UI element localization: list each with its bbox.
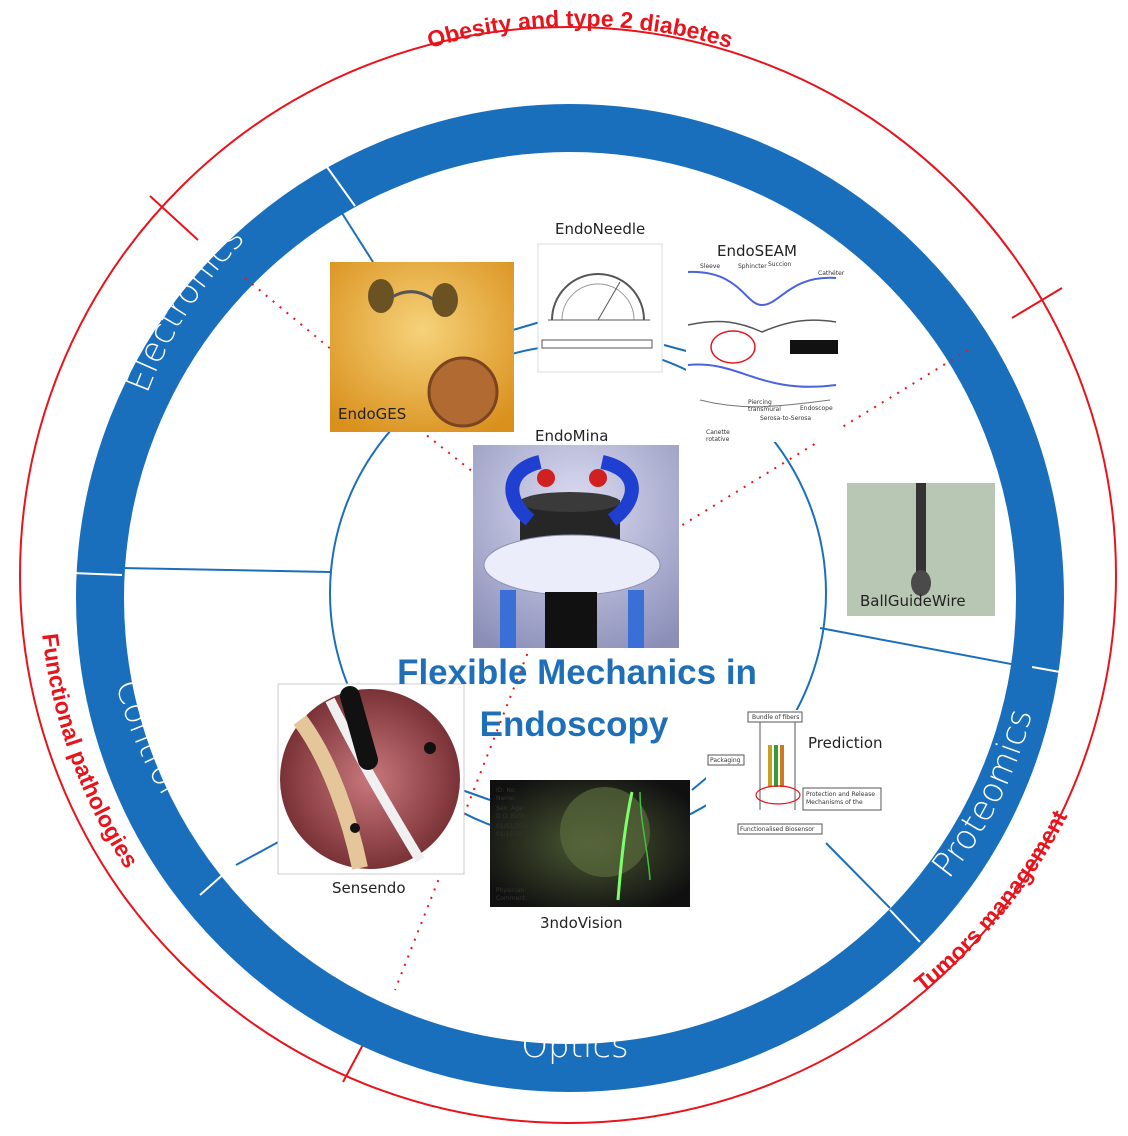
caption-sensendo: Sensendo xyxy=(332,879,406,897)
outer-divider-top-right xyxy=(1011,287,1063,319)
svg-text:Comment:: Comment: xyxy=(496,895,527,902)
svg-text:Piercing: Piercing xyxy=(748,399,772,406)
caption-endovision: 3ndoVision xyxy=(540,914,623,932)
svg-text:ID: No.: ID: No. xyxy=(496,787,516,794)
caption-prediction: Prediction xyxy=(808,734,883,752)
center-title-line1: Flexible Mechanics in xyxy=(397,653,757,692)
svg-text:D.O. Birth:: D.O. Birth: xyxy=(496,813,527,820)
svg-text:Serosa-to-Serosa: Serosa-to-Serosa xyxy=(760,415,811,422)
caption-endoges: EndoGES xyxy=(338,405,406,423)
svg-text:01/01/2000: 01/01/2000 xyxy=(496,823,531,830)
spoke-sensendo xyxy=(235,839,283,866)
svg-text:Cathéter: Cathéter xyxy=(818,270,845,277)
svg-text:Packaging: Packaging xyxy=(710,757,741,764)
svg-text:Sleeve: Sleeve xyxy=(700,263,720,270)
spoke-control xyxy=(121,567,331,573)
spoke-proteomics xyxy=(819,627,1033,669)
center-title-line2: Endoscopy xyxy=(480,705,669,744)
outer-ring xyxy=(19,26,1117,1124)
discipline-ring xyxy=(76,104,1064,1092)
endomina-image xyxy=(473,445,679,648)
caption-endomina: EndoMina xyxy=(535,427,609,445)
svg-text:Physician:: Physician: xyxy=(496,887,526,894)
spoke-vision xyxy=(461,789,491,801)
svg-text:Name:: Name: xyxy=(496,795,516,802)
svg-text:Sphincter: Sphincter xyxy=(738,263,767,270)
svg-text:Endoscope: Endoscope xyxy=(800,405,833,412)
ring-gap-4 xyxy=(1031,666,1078,676)
svg-text:Mechanisms of the: Mechanisms of the xyxy=(806,799,863,806)
svg-text:Functionalised Biosensor: Functionalised Biosensor xyxy=(740,826,815,833)
svg-text:Sex: Age:: Sex: Age: xyxy=(496,805,525,812)
svg-text:Canette: Canette xyxy=(706,429,730,436)
ring-gap-2 xyxy=(71,572,123,576)
endovision-image: ID: No. Name: Sex: Age: D.O. Birth: 01/0… xyxy=(490,780,690,907)
svg-text:Bundle of fibers: Bundle of fibers xyxy=(752,714,799,721)
spoke-seam xyxy=(663,344,691,353)
endoneedle-image xyxy=(537,243,663,373)
caption-endoseam: EndoSEAM xyxy=(717,242,797,260)
prediction-image: Bundle of fibers Packaging Protection an… xyxy=(706,710,886,840)
caption-endoneedle: EndoNeedle xyxy=(555,220,645,238)
ballguidewire-image xyxy=(847,483,995,616)
ring-gap-1 xyxy=(321,159,356,207)
svg-text:transmural: transmural xyxy=(748,406,781,413)
spoke-prediction xyxy=(825,842,891,909)
svg-text:rotative: rotative xyxy=(706,436,730,443)
svg-text:Protection and Release: Protection and Release xyxy=(806,791,875,798)
ring-gap-3 xyxy=(199,862,237,896)
svg-text:Succion: Succion xyxy=(768,261,792,268)
caption-ballguidewire: BallGuideWire xyxy=(860,592,966,610)
ring-label-optics: Optics xyxy=(521,1026,629,1066)
dotted-mina-optics xyxy=(394,519,581,991)
outer-divider-top-left xyxy=(149,195,199,241)
sensendo-image xyxy=(277,683,465,875)
svg-text:01:15:35: 01:15:35 xyxy=(496,831,523,838)
ring-gap-5 xyxy=(889,909,921,943)
endoges-image xyxy=(330,262,514,432)
endoseam-image: Sleeve Sphincter Succion Cathéter Pierci… xyxy=(686,258,845,443)
spoke-electronics xyxy=(339,209,374,263)
dotted-electronics xyxy=(244,277,333,351)
spoke-needle xyxy=(512,321,541,331)
label-obesity: Obesity and type 2 diabetes xyxy=(424,5,736,53)
